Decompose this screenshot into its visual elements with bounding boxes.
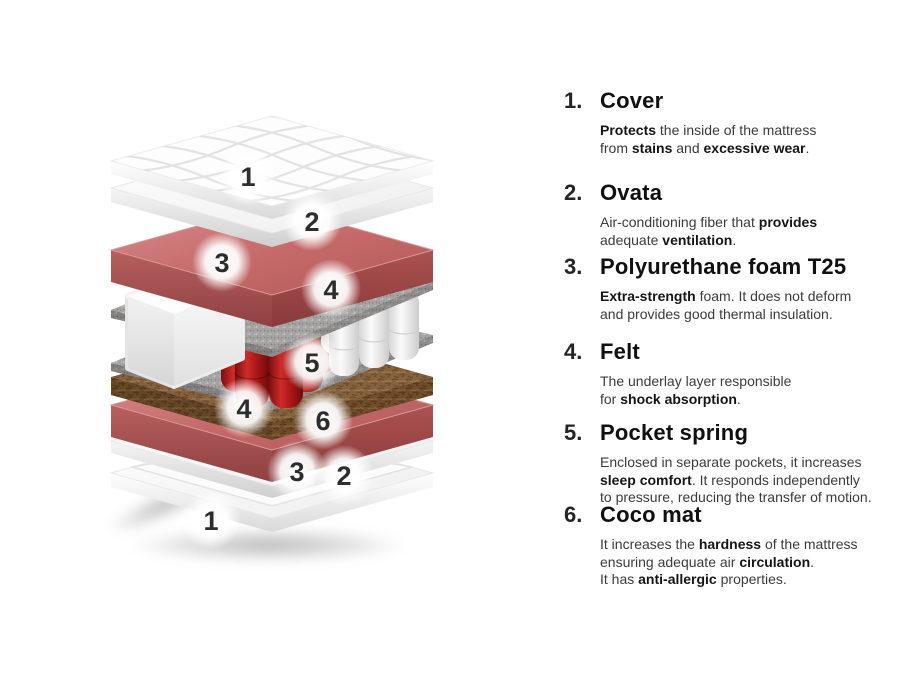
layer-marker-1: 1	[181, 490, 241, 550]
svg-text:4: 4	[236, 394, 251, 424]
legend-item-title: Felt	[600, 339, 640, 364]
legend-item-coco-mat: 6. Coco mat It increases the hardness of t…	[564, 502, 884, 589]
legend-item-title: Polyurethane foam T25	[600, 254, 847, 279]
svg-text:6: 6	[315, 406, 330, 436]
legend-item-head: 4. Felt	[564, 339, 884, 365]
svg-text:3: 3	[289, 457, 304, 487]
legend-item-title: Pocket spring	[600, 420, 749, 445]
legend-item-head: 6. Coco mat	[564, 502, 884, 528]
legend-item-number: 1.	[564, 88, 583, 113]
layer-marker-4: 4	[301, 259, 361, 319]
legend-item-description: Enclosed in separate pockets, it increas…	[600, 454, 872, 505]
legend-item-number: 5.	[564, 420, 583, 445]
legend-item-number: 6.	[564, 502, 583, 527]
layer-marker-6: 6	[293, 390, 353, 450]
legend-item-description: It increases the hardness of the mattres…	[600, 536, 858, 587]
svg-text:5: 5	[304, 348, 319, 378]
legend-item-number: 4.	[564, 339, 583, 364]
legend-item-number: 2.	[564, 180, 583, 205]
layer-marker-2: 2	[314, 445, 374, 505]
svg-text:3: 3	[214, 248, 229, 278]
layer-marker-5: 5	[282, 332, 342, 392]
svg-text:2: 2	[336, 461, 351, 491]
layer-marker-2: 2	[282, 191, 342, 251]
svg-text:4: 4	[323, 275, 338, 305]
svg-text:1: 1	[203, 506, 218, 536]
legend-item-head: 1. Cover	[564, 88, 884, 114]
layer-marker-3: 3	[192, 232, 252, 292]
legend-item-title: Coco mat	[600, 502, 702, 527]
legend-item-title: Cover	[600, 88, 664, 113]
legend-item-head: 5. Pocket spring	[564, 420, 884, 446]
legend-item-number: 3.	[564, 254, 583, 279]
legend-item-head: 3. Polyurethane foam T25	[564, 254, 884, 280]
layer-marker-4: 4	[214, 378, 274, 438]
layer-marker-1: 1	[218, 146, 278, 206]
svg-text:2: 2	[304, 207, 319, 237]
legend-item-head: 2. Ovata	[564, 180, 884, 206]
legend-item-title: Ovata	[600, 180, 663, 205]
svg-text:1: 1	[240, 162, 255, 192]
layer-marker-3: 3	[267, 441, 327, 501]
